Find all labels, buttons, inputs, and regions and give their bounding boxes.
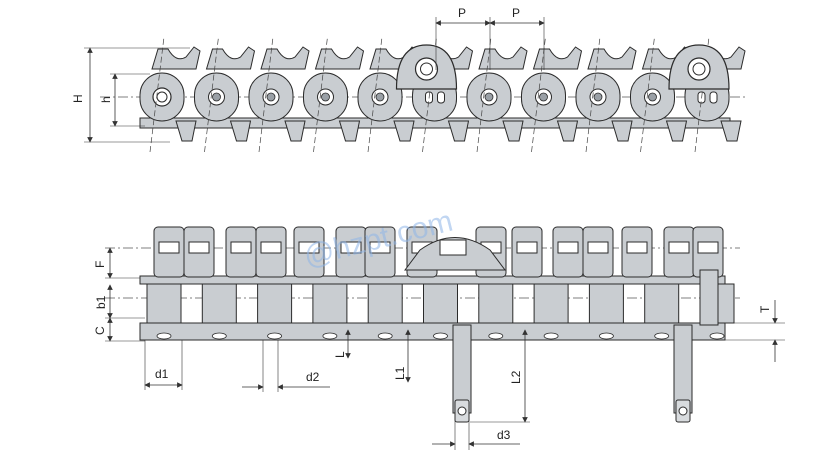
top-roller — [312, 283, 348, 340]
dim-d1-label: d1 — [155, 367, 169, 381]
top-roller — [146, 283, 182, 340]
top-tab — [153, 226, 185, 278]
side-attachments — [395, 44, 730, 90]
dim-d2-label: d2 — [306, 370, 320, 384]
top-tab — [582, 226, 614, 278]
top-roller — [588, 283, 624, 340]
top-roller — [423, 283, 458, 340]
top-roller — [201, 283, 237, 340]
dim-d3-label: d3 — [497, 428, 511, 442]
side-link — [521, 36, 583, 153]
top-roller — [257, 283, 293, 340]
top-tab — [183, 226, 215, 278]
top-tab — [692, 226, 724, 278]
top-tab — [663, 226, 695, 278]
side-link — [194, 36, 256, 153]
side-link — [357, 36, 419, 153]
dim-b1-label: b1 — [94, 295, 108, 309]
side-link — [248, 36, 310, 153]
top-tab — [552, 226, 584, 278]
dim-C-label: C — [93, 326, 107, 335]
dim-P-left-label: P — [458, 6, 466, 20]
side-link — [466, 36, 528, 153]
lower-plate-row — [139, 322, 726, 341]
dim-H-label: H — [71, 94, 85, 103]
side-link — [139, 36, 201, 153]
top-roller — [367, 283, 403, 340]
side-link — [630, 36, 692, 153]
top-tab — [364, 226, 396, 278]
top-tab — [335, 226, 367, 278]
dim-F-label: F — [93, 261, 107, 268]
dim-L1-label: L1 — [393, 366, 407, 380]
dim-L-label: L — [333, 351, 347, 358]
top-tab — [621, 226, 653, 278]
top-rollers — [146, 283, 735, 340]
top-view: F b1 C T d1 d2 L L1 L2 — [93, 226, 785, 450]
top-tab — [225, 226, 257, 278]
dim-h-label: h — [99, 96, 113, 103]
side-link — [303, 36, 365, 153]
top-roller — [644, 283, 680, 340]
extended-pin-1 — [452, 324, 472, 423]
top-tab — [511, 226, 543, 278]
extended-pin-2 — [673, 324, 693, 423]
extended-pin-right-upper — [699, 269, 719, 326]
side-attachment-lug — [395, 44, 458, 90]
side-attachment-lug — [668, 44, 730, 90]
side-view: H h P P — [71, 6, 746, 153]
side-link — [575, 36, 637, 153]
dim-P-right-label: P — [512, 6, 520, 20]
dim-T-label: T — [758, 305, 772, 313]
top-tab — [255, 226, 287, 278]
top-tab — [293, 226, 325, 278]
top-roller — [478, 283, 514, 340]
top-roller — [533, 283, 569, 340]
dim-L2-label: L2 — [509, 370, 523, 384]
